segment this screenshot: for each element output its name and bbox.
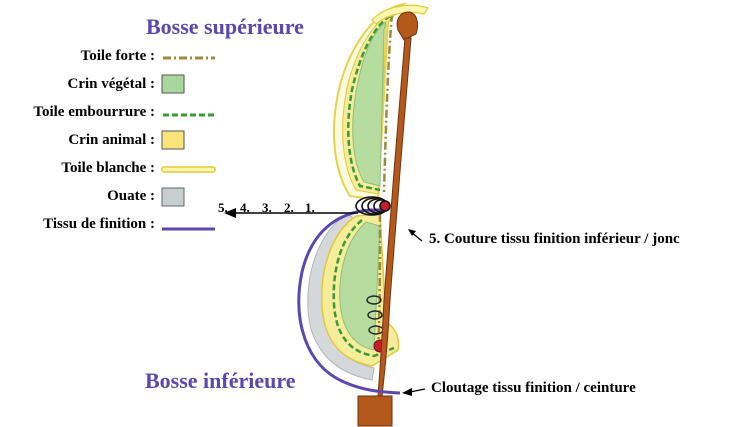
legend-label-ouate: Ouate : [107,188,155,204]
legend-label-toile-forte: Toile forte : [80,48,155,64]
legend-label-crin-animal: Crin animal : [68,132,155,148]
junction-seam-loops [355,196,391,216]
finishing-fabric [297,208,401,395]
legend-swatch-crin-vegetal [161,74,185,94]
legend-label-tissu-finition: Tissu de finition : [43,216,155,232]
wooden-frame [357,11,419,427]
seam-note-pointer [408,229,423,242]
lower-bump [307,213,400,381]
title-upper-bump: Bosse supérieure [146,14,304,39]
legend-swatch-ouate [161,187,185,207]
nailing-note-pointer [402,388,426,396]
layer-number-5: 5. [218,200,228,215]
layer-number-3: 3. [262,200,272,215]
legend-swatch-crin-animal [161,130,185,150]
note-seam: 5. Couture tissu finition inférieur / jo… [429,231,680,247]
layer-number-4: 4. [240,200,250,215]
title-lower-bump: Bosse inférieure [145,368,296,393]
upper-bump [333,2,429,202]
layers-arrow [224,208,358,218]
layer-number-2: 2. [284,200,294,215]
note-nailing: Cloutage tissu finition / ceinture [431,380,636,396]
legend-label-toile-embourrure: Toile embourrure : [33,104,155,120]
legend-swatch-toile-blanche [161,166,216,173]
layer-number-1: 1. [305,200,315,215]
legend-label-toile-blanche: Toile blanche : [61,160,155,176]
legend-label-crin-vegetal: Crin végétal : [67,76,155,92]
